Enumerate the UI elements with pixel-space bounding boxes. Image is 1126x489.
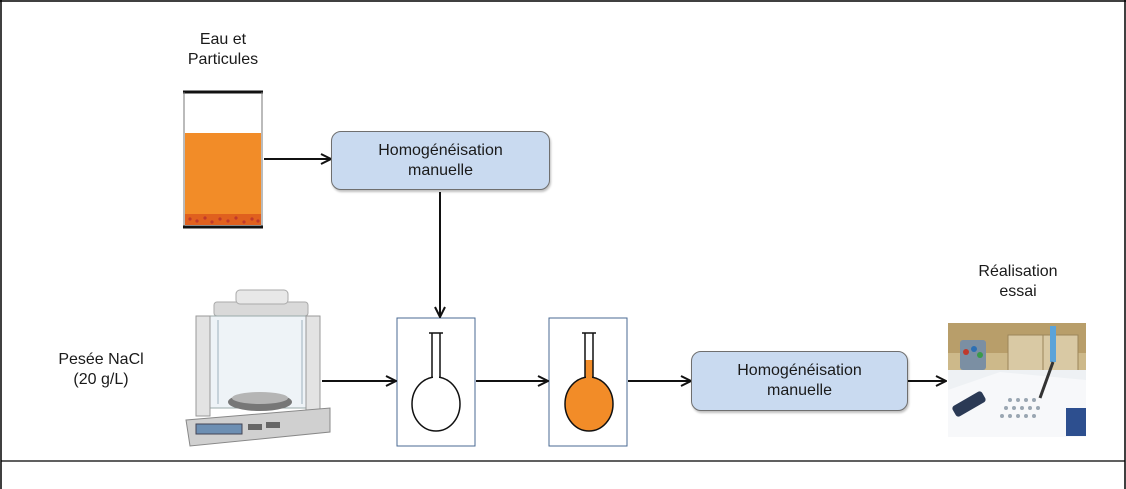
label-water-particles: Eau et Particules (187, 31, 259, 68)
volumetric-flask-filled-icon (564, 332, 614, 432)
step-homogenisation-bottom-label: Homogénéisation manuelle (737, 362, 862, 399)
step-homogenisation-top-label: Homogénéisation manuelle (378, 141, 503, 179)
balance-icon (185, 289, 331, 447)
test-setup-photo (948, 323, 1086, 437)
step-homogenisation-top: Homogénéisation manuelle (331, 131, 550, 190)
beaker-icon (183, 90, 263, 229)
step-homogenisation-bottom: Homogénéisation manuelle (691, 351, 908, 411)
volumetric-flask-empty-icon (411, 332, 461, 432)
label-weighing-nacl: Pesée NaCl (20 g/L) (58, 351, 144, 388)
label-test-realisation: Réalisation essai (978, 263, 1058, 300)
